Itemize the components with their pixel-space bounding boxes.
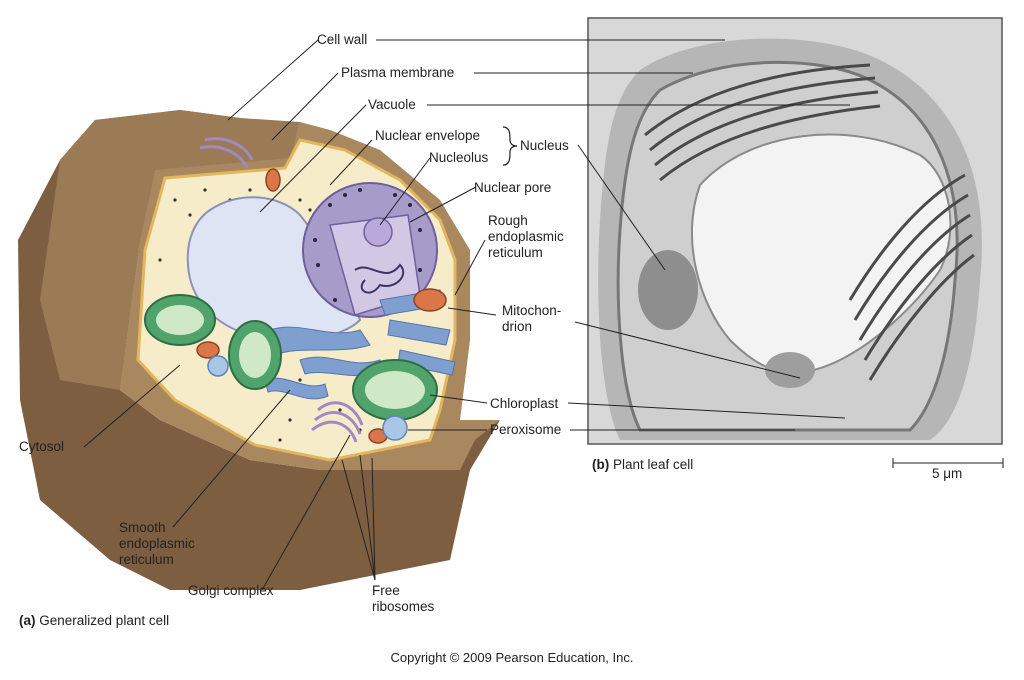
label-cell-wall: Cell wall xyxy=(317,32,368,47)
caption-b: (b) Plant leaf cell xyxy=(592,457,693,472)
caption-a: (a) Generalized plant cell xyxy=(19,613,169,628)
caption-b-letter: (b) xyxy=(592,457,610,472)
label-rough-er: Rough endoplasmic reticulum xyxy=(488,213,564,260)
label-free-ribosomes: Free ribosomes xyxy=(372,583,435,614)
label-nucleolus: Nucleolus xyxy=(429,150,489,165)
label-mitochondrion: Mitochon-drion xyxy=(502,303,562,334)
label-smooth-er: Smooth endoplasmic reticulum xyxy=(119,520,195,567)
label-vacuole: Vacuole xyxy=(368,97,416,112)
label-nuclear-envelope: Nuclear envelope xyxy=(375,128,481,143)
golgi-shapes xyxy=(199,137,364,443)
caption-a-letter: (a) xyxy=(19,613,36,628)
scale-bar xyxy=(892,458,1004,468)
label-nucleus: Nucleus xyxy=(520,138,569,153)
nucleus-shape xyxy=(302,182,438,318)
leader-lines xyxy=(83,39,850,591)
label-peroxisome: Peroxisome xyxy=(490,422,562,437)
label-cytosol: Cytosol xyxy=(19,439,65,454)
caption-a-text: Generalized plant cell xyxy=(39,613,170,628)
label-chloroplast: Chloroplast xyxy=(490,396,559,411)
micrograph-panel xyxy=(587,17,1003,445)
nucleus-brace xyxy=(502,126,518,166)
chloroplast-shapes xyxy=(144,294,438,421)
label-plasma-membrane: Plasma membrane xyxy=(341,65,455,80)
label-golgi-complex: Golgi complex xyxy=(188,583,274,598)
mitochondrion-shapes xyxy=(196,168,447,444)
label-nuclear-pore: Nuclear pore xyxy=(474,180,552,195)
caption-b-text: Plant leaf cell xyxy=(613,457,694,472)
copyright-notice: Copyright © 2009 Pearson Education, Inc. xyxy=(390,650,634,665)
scale-bar-label: 5 μm xyxy=(932,466,963,481)
